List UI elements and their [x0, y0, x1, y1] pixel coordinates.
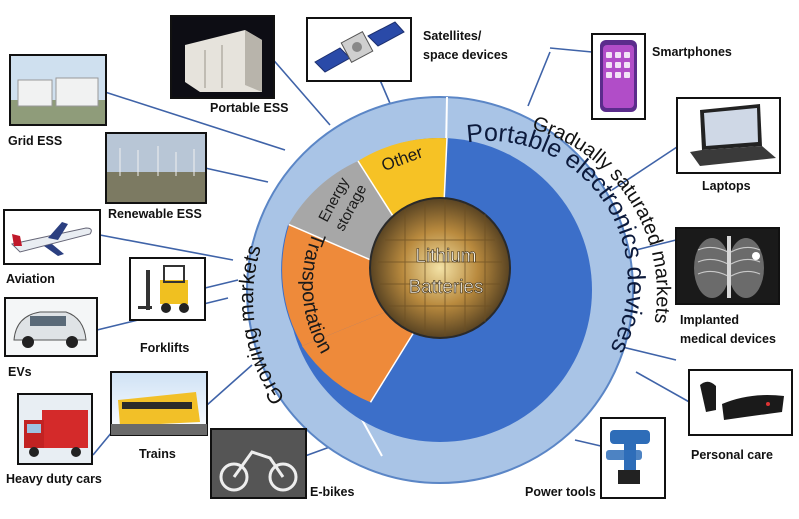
satellite-photo: [306, 17, 412, 82]
forklift-photo: [129, 257, 206, 321]
laptop-photo: [676, 97, 781, 174]
label-laptops: Laptops: [702, 179, 751, 193]
ev-photo: [4, 297, 98, 357]
label-heavy-duty: Heavy duty cars: [6, 472, 102, 486]
label-personal-care: Personal care: [691, 448, 773, 462]
ring-divider-bottom: [359, 415, 383, 457]
truck-photo: [17, 393, 93, 465]
label-power-tools: Power tools: [525, 485, 596, 499]
personal-care-photo: [688, 369, 793, 436]
aviation-photo: [3, 209, 101, 265]
label-ebikes: E-bikes: [310, 485, 355, 499]
power-tools-photo: [600, 417, 666, 499]
grid-ess-photo: [9, 54, 107, 126]
train-photo: [110, 371, 208, 436]
battery-photo: [369, 197, 511, 339]
center-title-line2: Batteries: [409, 277, 484, 298]
label-grid-ess: Grid ESS: [8, 134, 62, 148]
label-renewable-ess: Renewable ESS: [108, 207, 202, 221]
label-implanted-line2: medical devices: [680, 332, 776, 346]
label-implanted-line1: Implanted: [680, 313, 739, 327]
label-evs: EVs: [8, 365, 32, 379]
smartphone-photo: [591, 33, 646, 120]
center-title-line1: Lithium: [415, 246, 476, 267]
label-portable-ess: Portable ESS: [210, 101, 289, 115]
label-smartphones: Smartphones: [652, 45, 732, 59]
ebike-photo: [210, 428, 307, 499]
label-trains: Trains: [139, 447, 176, 461]
renewable-ess-photo: [105, 132, 207, 204]
portable-ess-photo: [170, 15, 275, 99]
label-satellites-line2: space devices: [423, 48, 508, 62]
xray-photo: [675, 227, 780, 305]
label-forklifts: Forklifts: [140, 341, 189, 355]
label-aviation: Aviation: [6, 272, 55, 286]
label-satellites-line1: Satellites/: [423, 29, 482, 43]
